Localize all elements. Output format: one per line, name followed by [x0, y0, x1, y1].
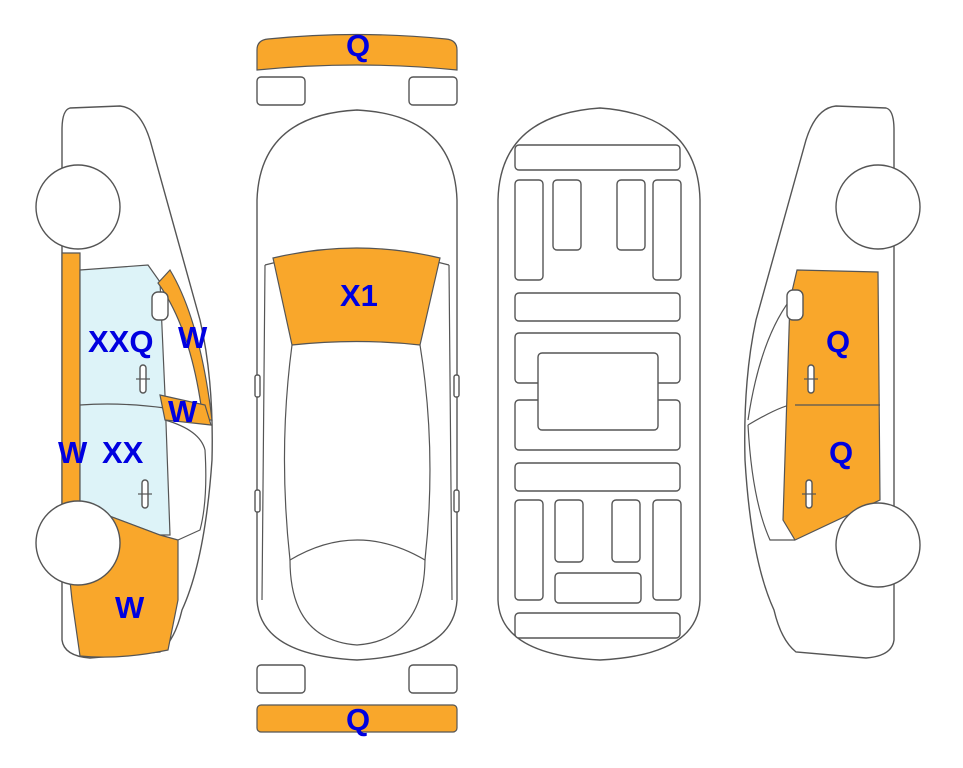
door-handle-icon [804, 364, 818, 394]
left-mirror [151, 291, 169, 321]
damage-label: Q [829, 435, 853, 470]
door-handle-icon [138, 479, 152, 509]
damage-label: X1 [340, 278, 378, 313]
damage-label: XXQ [88, 324, 153, 359]
left-mirror-strip [159, 394, 212, 426]
damage-label: Q [826, 324, 850, 359]
rear-bumper [256, 704, 458, 733]
damage-label: W [178, 320, 208, 355]
left-side-view: XXQ W W W XX W [35, 105, 213, 659]
damage-label: W [168, 394, 198, 429]
top-view: Q X1 Q [254, 28, 460, 737]
windshield [272, 247, 441, 346]
left-rear-wheel [35, 500, 121, 586]
left-front-pillar [157, 269, 213, 421]
top-body-outline [256, 109, 458, 661]
damage-label: W [58, 435, 88, 470]
left-front-wheel [35, 164, 121, 250]
damage-label: Q [346, 702, 370, 737]
underbody-view [497, 107, 701, 661]
damage-label: Q [346, 28, 370, 63]
door-handle-icon [136, 364, 150, 394]
door-handle-icon [802, 479, 816, 509]
right-side-view: Q Q [744, 105, 921, 659]
front-bumper [256, 33, 458, 71]
damage-label: W [115, 590, 145, 625]
damage-label: XX [102, 435, 144, 470]
